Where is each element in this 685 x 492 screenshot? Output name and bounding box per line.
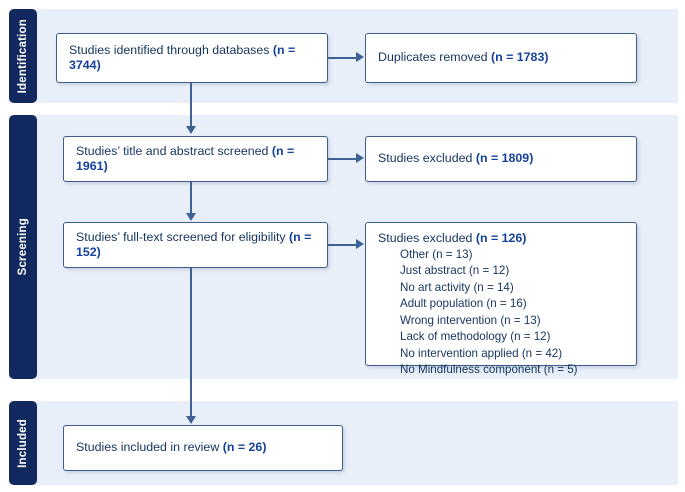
- stage-label-included-text: Included: [17, 418, 29, 468]
- list-item: No art activity (n = 14): [400, 280, 514, 294]
- arrowhead-right-icon: [356, 153, 364, 163]
- stage-label-screening-text: Screening: [17, 218, 29, 276]
- list-item: Just abstract (n = 12): [400, 264, 510, 278]
- list-item: No intervention applied (n = 42): [400, 346, 563, 360]
- box-studies-excluded-fulltext-heading: Studies excluded (n = 126): [378, 231, 526, 245]
- box-title-abstract-screened-count: (n = 1961): [76, 143, 295, 174]
- box-studies-identified: Studies identified through databases (n …: [56, 33, 328, 83]
- box-studies-included-in-review-text: Studies included in review (n = 26): [76, 440, 266, 456]
- box-fulltext-screened-count: (n = 152): [76, 229, 312, 260]
- box-duplicates-removed-text: Duplicates removed (n = 1783): [378, 50, 548, 66]
- arrowhead-down-icon: [186, 213, 196, 221]
- arrowhead-down-icon: [186, 416, 196, 424]
- box-duplicates-removed-count: (n = 1783): [490, 50, 549, 65]
- arrowhead-right-icon: [356, 239, 364, 249]
- box-studies-identified-label: Studies identified through databases: [69, 42, 273, 57]
- list-item: Other (n = 13): [400, 248, 473, 261]
- box-studies-excluded-fulltext-count: (n = 126): [475, 231, 527, 245]
- box-studies-excluded-screening-count: (n = 1809): [475, 151, 534, 166]
- stage-label-included: Included: [9, 401, 37, 485]
- exclusion-reasons-list: Other (n = 13) Just abstract (n = 12) No…: [378, 247, 578, 379]
- stage-label-screening: Screening: [9, 115, 37, 379]
- box-title-abstract-screened-label: Studies’ title and abstract screened: [76, 143, 272, 158]
- box-title-abstract-screened: Studies’ title and abstract screened (n …: [63, 136, 328, 182]
- connector-fulltext-to-included: [190, 268, 193, 418]
- arrowhead-right-icon: [356, 52, 364, 62]
- box-studies-excluded-screening-label: Studies excluded: [378, 151, 476, 166]
- connector-title-screened-to-fulltext: [190, 182, 193, 215]
- box-studies-included-in-review-label: Studies included in review: [76, 440, 223, 455]
- connector-fulltext-to-excluded: [328, 244, 358, 247]
- connector-identified-to-title-screened: [190, 83, 193, 128]
- box-studies-included-in-review: Studies included in review (n = 26): [63, 425, 343, 471]
- list-item: Adult population (n = 16): [400, 297, 527, 311]
- box-fulltext-screened: Studies’ full-text screened for eligibil…: [63, 222, 328, 268]
- box-fulltext-screened-label: Studies’ full-text screened for eligibil…: [76, 229, 290, 244]
- box-studies-identified-text: Studies identified through databases (n …: [69, 43, 315, 74]
- list-item: No Mindfulness component (n = 5): [400, 363, 578, 377]
- box-duplicates-removed-label: Duplicates removed: [378, 50, 491, 65]
- box-studies-identified-count: (n = 3744): [69, 42, 296, 73]
- box-fulltext-screened-text: Studies’ full-text screened for eligibil…: [76, 230, 315, 261]
- box-duplicates-removed: Duplicates removed (n = 1783): [365, 33, 637, 83]
- box-title-abstract-screened-text: Studies’ title and abstract screened (n …: [76, 144, 315, 175]
- arrowhead-down-icon: [186, 126, 196, 134]
- box-studies-excluded-screening-text: Studies excluded (n = 1809): [378, 151, 533, 167]
- connector-identified-to-duplicates: [328, 57, 358, 60]
- box-studies-excluded-screening: Studies excluded (n = 1809): [365, 136, 637, 182]
- box-studies-excluded-fulltext-label: Studies excluded: [378, 231, 476, 245]
- connector-title-screened-to-excluded: [328, 158, 358, 161]
- list-item: Wrong intervention (n = 13): [400, 313, 541, 327]
- box-studies-included-in-review-count: (n = 26): [222, 440, 267, 455]
- stage-label-identification: Identification: [9, 9, 37, 103]
- stage-label-identification-text: Identification: [17, 18, 29, 94]
- box-studies-excluded-fulltext: Studies excluded (n = 126) Other (n = 13…: [365, 222, 637, 376]
- list-item: Lack of methodology (n = 12): [400, 330, 551, 344]
